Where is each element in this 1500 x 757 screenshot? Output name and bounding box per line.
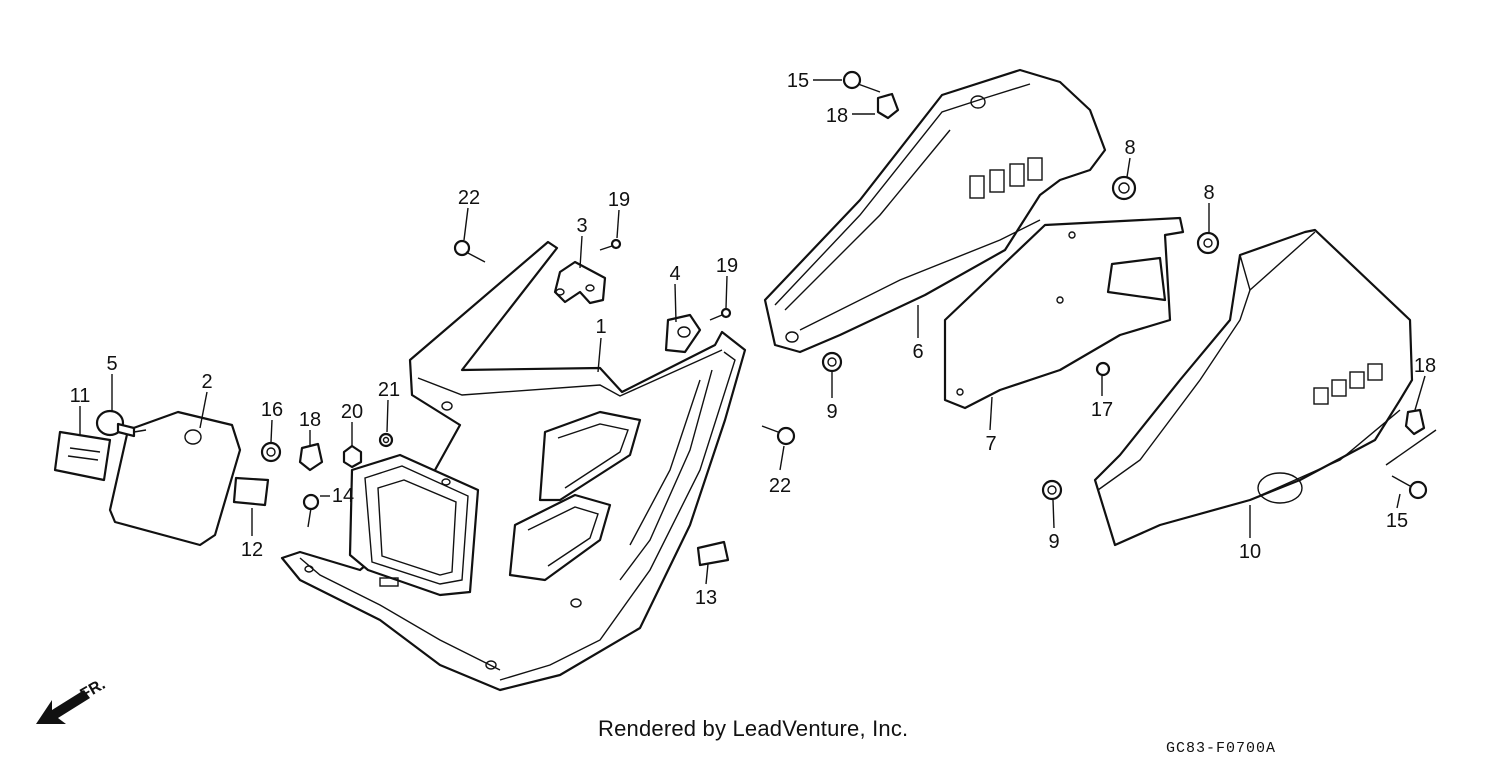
callout-22-lower: 22	[769, 475, 791, 497]
callout-13: 13	[695, 587, 717, 609]
front-direction-arrow: FR.	[36, 676, 108, 724]
callout-18-right: 18	[1414, 355, 1436, 377]
part-12-tag	[232, 476, 270, 507]
part-6-side-cover	[763, 68, 1107, 354]
callout-labels: 1 2 3 4 5 6 7 8 8 9 9 10 11 12 13 14 15 …	[70, 70, 1437, 609]
callout-5: 5	[106, 353, 117, 375]
part-10-side-cover	[1093, 228, 1414, 547]
callout-15-lower: 15	[1386, 510, 1408, 532]
leader-lines	[79, 79, 1426, 585]
part-4-bracket	[664, 313, 702, 354]
part-11-label	[53, 430, 112, 482]
callout-19-left: 19	[608, 189, 630, 211]
arrow-icon	[36, 690, 90, 724]
callout-9-left: 9	[826, 401, 837, 423]
callout-7: 7	[985, 433, 996, 455]
callout-18-upper: 18	[826, 105, 848, 127]
callout-11: 11	[70, 385, 91, 407]
fasteners-right	[761, 70, 1437, 501]
callout-6: 6	[912, 341, 923, 363]
callout-21: 21	[378, 379, 400, 401]
callout-16: 16	[261, 399, 283, 421]
part-5-knob	[95, 409, 147, 438]
callout-14: 14	[332, 485, 354, 507]
part-7-inner-panel	[943, 216, 1185, 410]
callout-19-right: 19	[716, 255, 738, 277]
callout-12: 12	[241, 539, 263, 561]
callout-10: 10	[1239, 541, 1261, 563]
callout-20: 20	[341, 401, 363, 423]
credit-text: Rendered by LeadVenture, Inc.	[598, 716, 909, 741]
callout-22-upper: 22	[458, 187, 480, 209]
part-1-inner-cover	[280, 240, 747, 692]
callout-4: 4	[669, 263, 680, 285]
callout-2: 2	[201, 371, 212, 393]
callout-3: 3	[576, 215, 587, 237]
callout-9-lower: 9	[1048, 531, 1059, 553]
callout-8-upper: 8	[1124, 137, 1135, 159]
callout-17: 17	[1091, 399, 1113, 421]
callout-1: 1	[595, 316, 606, 338]
callout-15-upper: 15	[787, 70, 809, 92]
part-13-plate	[696, 540, 730, 567]
part-2-lid	[108, 410, 242, 547]
callout-18-left: 18	[299, 409, 321, 431]
fasteners-left	[260, 238, 732, 528]
callout-8-right: 8	[1203, 182, 1214, 204]
part-3-bracket	[553, 260, 607, 305]
